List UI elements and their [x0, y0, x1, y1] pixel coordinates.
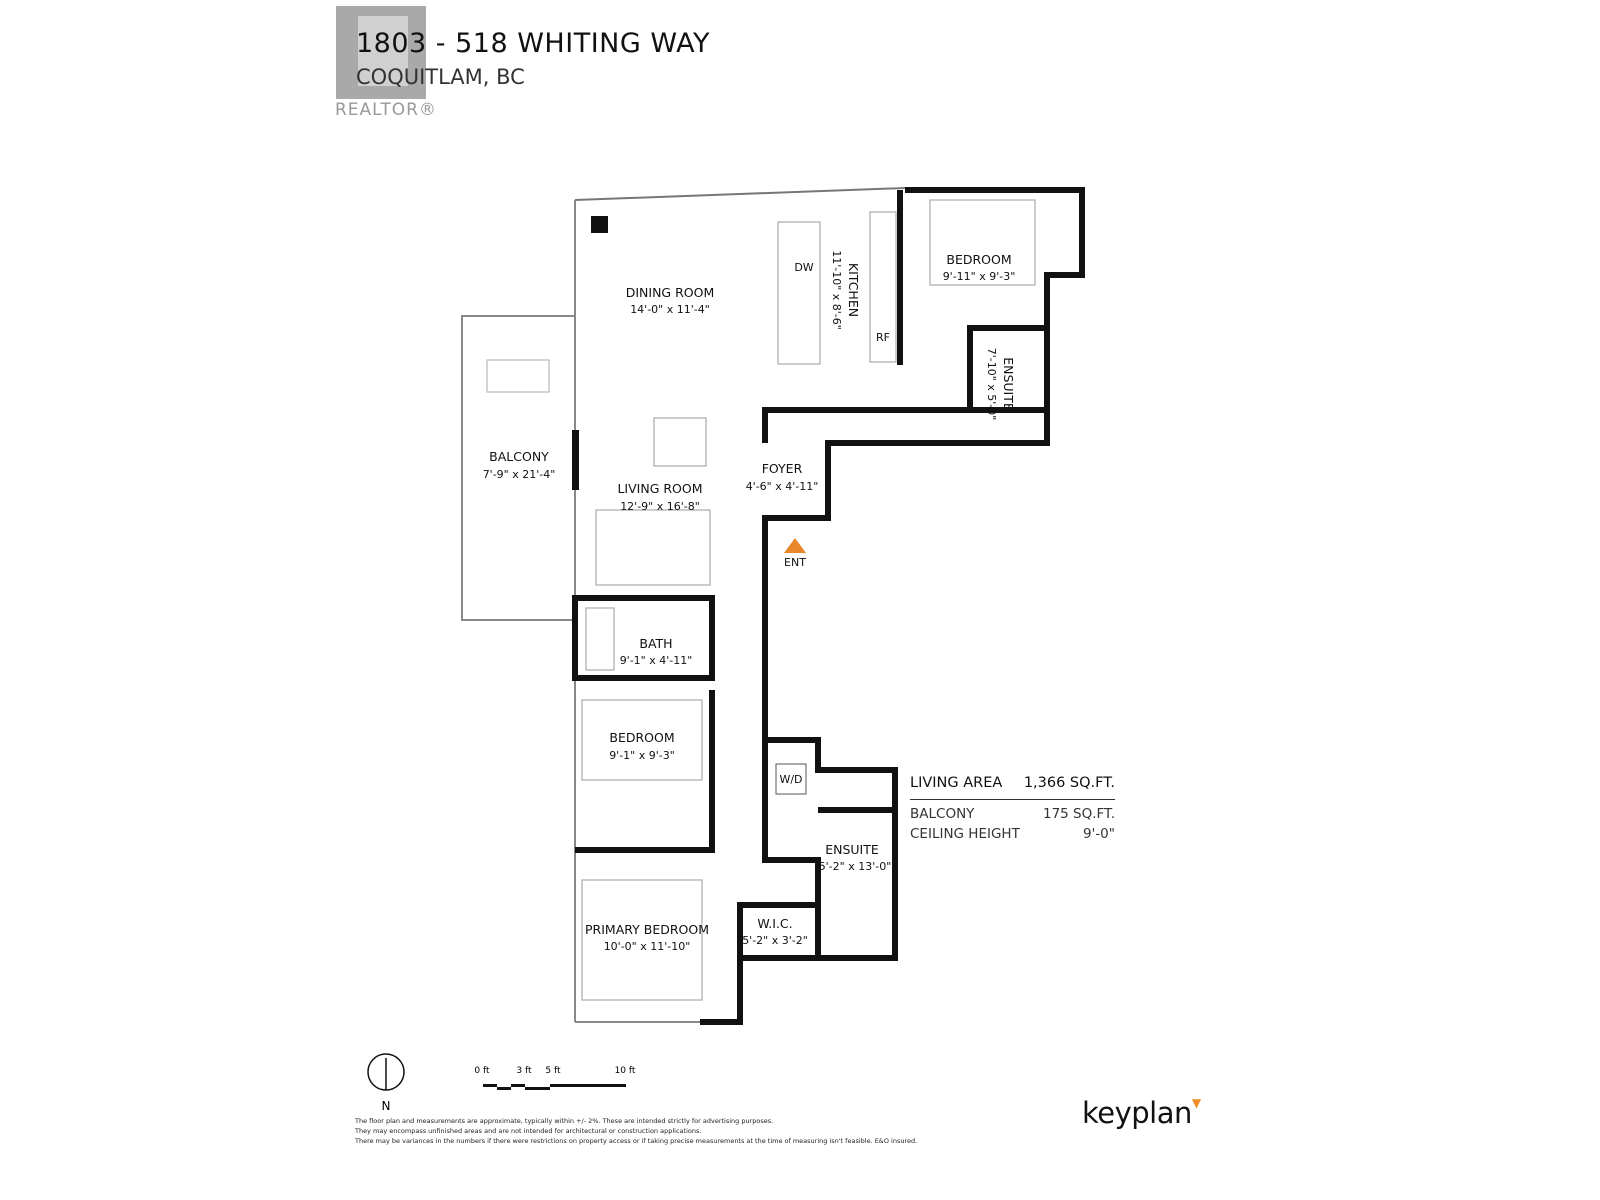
ceiling-height-value: 9'-0"	[1083, 826, 1115, 842]
area-summary: LIVING AREA 1,366 SQ.FT. BALCONY 175 SQ.…	[910, 775, 1115, 846]
room-name-foyer: FOYER	[762, 461, 803, 476]
room-name-living: LIVING ROOM	[617, 481, 702, 496]
dishwasher-label: DW	[794, 261, 813, 274]
room-name-bedroom-w: BEDROOM	[609, 730, 674, 745]
ceiling-height-label: CEILING HEIGHT	[910, 826, 1020, 842]
page-title: 1803 - 518 WHITING WAY	[356, 28, 710, 59]
balcony-area-label: BALCONY	[910, 806, 975, 822]
disclaimer-line: The floor plan and measurements are appr…	[355, 1117, 774, 1125]
room-name-bedroom-ne: BEDROOM	[946, 252, 1011, 267]
washer-dryer	[775, 763, 807, 795]
room-dims-bath: 9'-1" x 4'-11"	[620, 654, 693, 667]
disclaimer-line: There may be variances in the numbers if…	[355, 1137, 918, 1145]
room-dims-foyer: 4'-6" x 4'-11"	[746, 480, 819, 493]
room-name-ensuite-s: ENSUITE	[825, 842, 879, 857]
scale-tick-label: 10 ft	[615, 1066, 636, 1076]
room-name-dining: DINING ROOM	[626, 285, 715, 300]
scale-bar: 0 ft 3 ft 5 ft 10 ft	[474, 1066, 636, 1090]
room-name-kitchen: KITCHEN	[846, 263, 861, 317]
furniture	[581, 199, 1036, 1001]
washer-dryer-label: W/D	[779, 773, 802, 786]
keyplan-logo-text: keyplan	[1082, 1096, 1192, 1130]
room-dims-ensuite-s: 5'-2" x 13'-0"	[819, 860, 892, 873]
living-area-value: 1,366 SQ.FT.	[1023, 775, 1115, 791]
refrigerator-label: RF	[876, 331, 890, 344]
compass-label: N	[382, 1099, 391, 1113]
column	[591, 216, 608, 233]
room-dims-wic: 5'-2" x 3'-2"	[742, 934, 808, 947]
interior-walls	[572, 190, 1047, 958]
living-area-label: LIVING AREA	[910, 775, 1003, 791]
room-name-ensuite-ne: ENSUITE	[1001, 357, 1016, 411]
entrance-marker-icon	[784, 538, 806, 553]
page-subtitle: COQUITLAM, BC	[356, 65, 525, 89]
balcony-area-value: 175 SQ.FT.	[1042, 806, 1115, 822]
room-dims-dining: 14'-0" x 11'-4"	[630, 303, 710, 316]
scale-tick-label: 0 ft	[474, 1066, 490, 1076]
room-name-primary: PRIMARY BEDROOM	[585, 922, 709, 937]
balcony-table	[486, 359, 550, 393]
wall-segment	[572, 430, 579, 490]
room-dims-primary: 10'-0" x 11'-10"	[604, 940, 691, 953]
window-wall-north	[574, 187, 906, 201]
fox-icon: ▼	[1191, 1096, 1201, 1110]
room-dims-bedroom-w: 9'-1" x 9'-3"	[609, 749, 675, 762]
scale-tick-label: 3 ft	[516, 1066, 532, 1076]
room-dims-living: 12'-9" x 16'-8"	[620, 500, 700, 513]
room-name-balcony: BALCONY	[489, 449, 549, 464]
disclaimer-line: They may encompass unfinished areas and …	[355, 1127, 702, 1135]
realtor-logo-text: REALTOR®	[335, 100, 437, 120]
scale-tick-label: 5 ft	[545, 1066, 561, 1076]
disclaimer: The floor plan and measurements are appr…	[355, 1116, 917, 1146]
room-dims-bedroom-ne: 9'-11" x 9'-3"	[943, 270, 1016, 283]
keyplan-logo: keyplan▼	[1082, 1096, 1201, 1130]
realtor-logo	[336, 6, 426, 99]
room-name-bath: BATH	[639, 636, 672, 651]
entrance-label: ENT	[784, 556, 806, 569]
room-dims-kitchen: 11'-10" x 8'-6"	[830, 250, 843, 330]
exterior-wall	[700, 187, 1085, 1025]
room-dims-balcony: 7'-9" x 21'-4"	[483, 468, 556, 481]
room-name-wic: W.I.C.	[757, 916, 792, 931]
room-dims-ensuite-ne: 7'-10" x 5'-0"	[985, 348, 998, 421]
